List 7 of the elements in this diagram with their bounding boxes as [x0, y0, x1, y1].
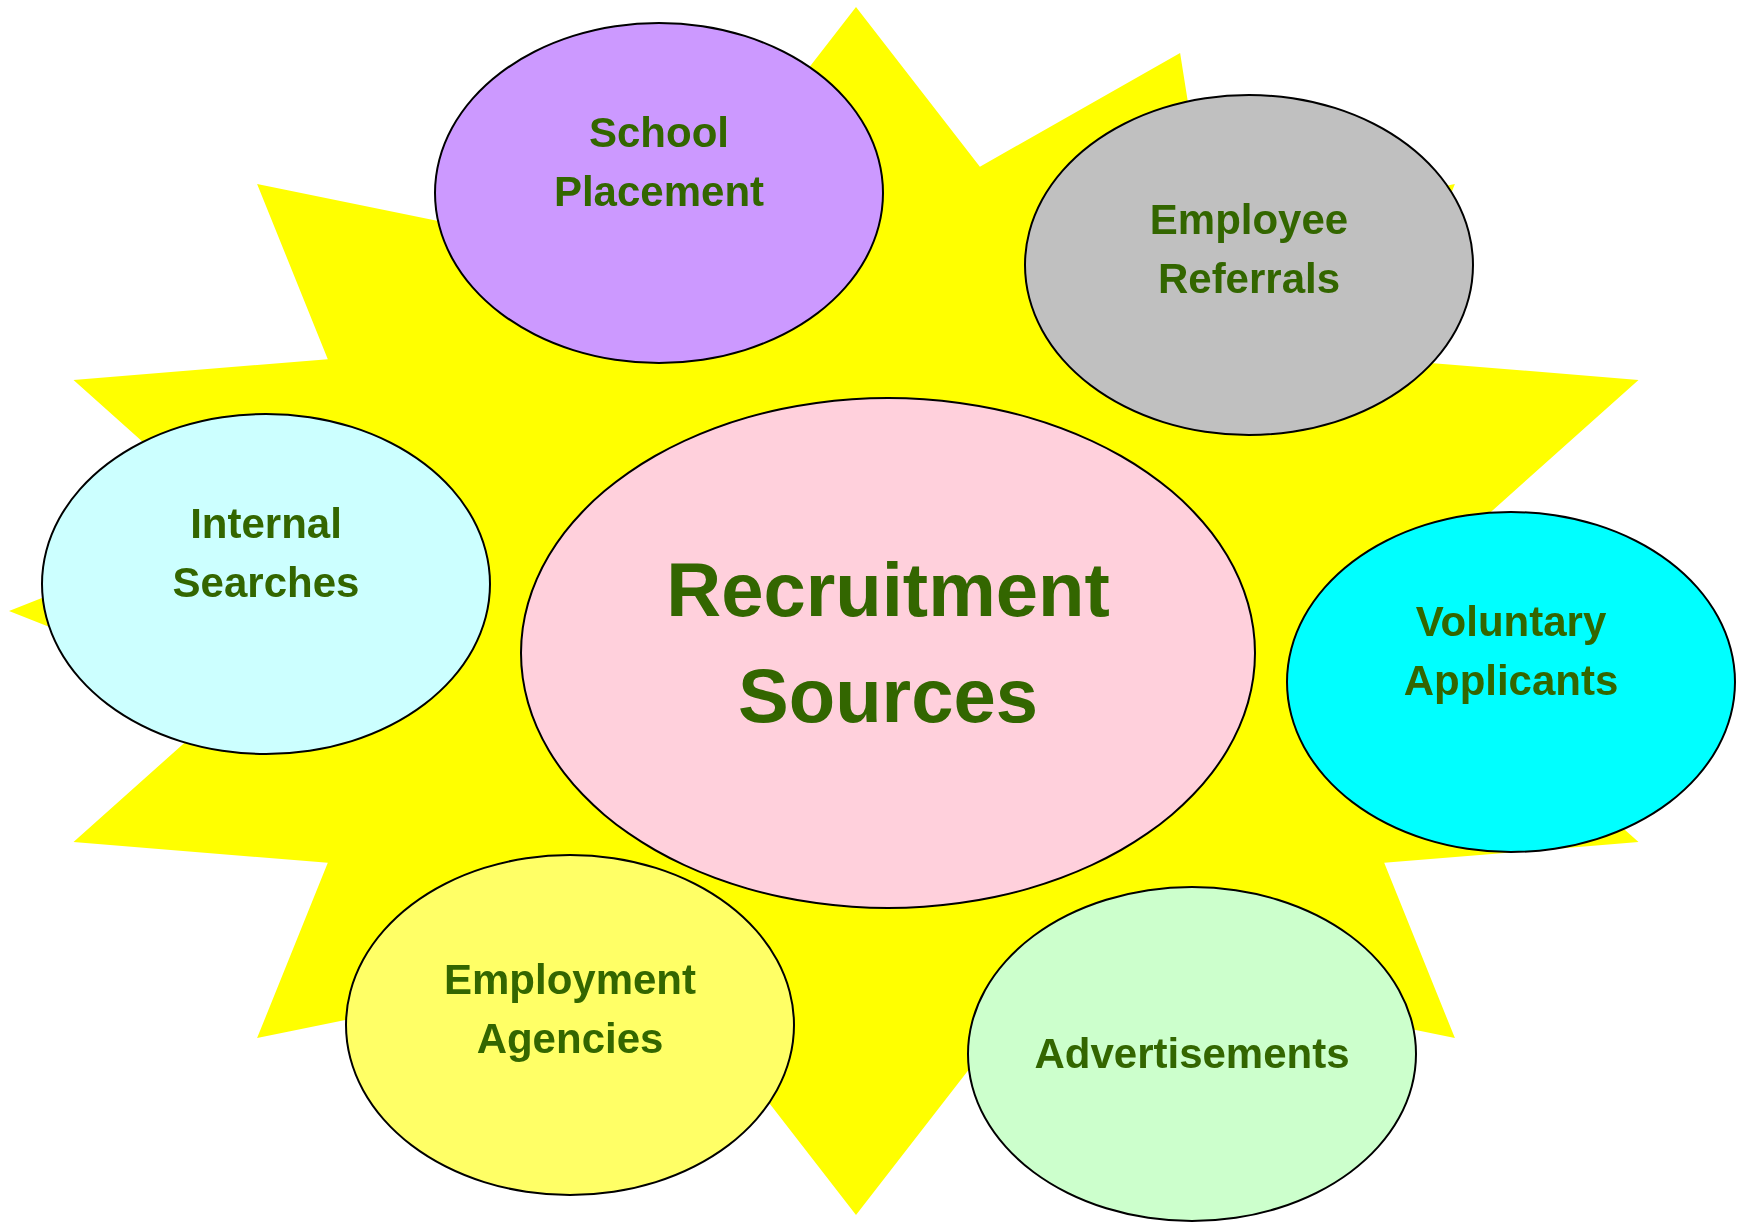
- node-label: Recruitment Sources: [665, 545, 1111, 740]
- node-label: Employee Referrals: [1148, 195, 1350, 304]
- node-label: Internal Searches: [171, 499, 361, 608]
- node-label: School Placement: [552, 108, 766, 217]
- node-label: Employment Agencies: [442, 955, 697, 1064]
- node-label: Voluntary Applicants: [1402, 597, 1620, 706]
- node-label: Advertisements: [1034, 1028, 1350, 1079]
